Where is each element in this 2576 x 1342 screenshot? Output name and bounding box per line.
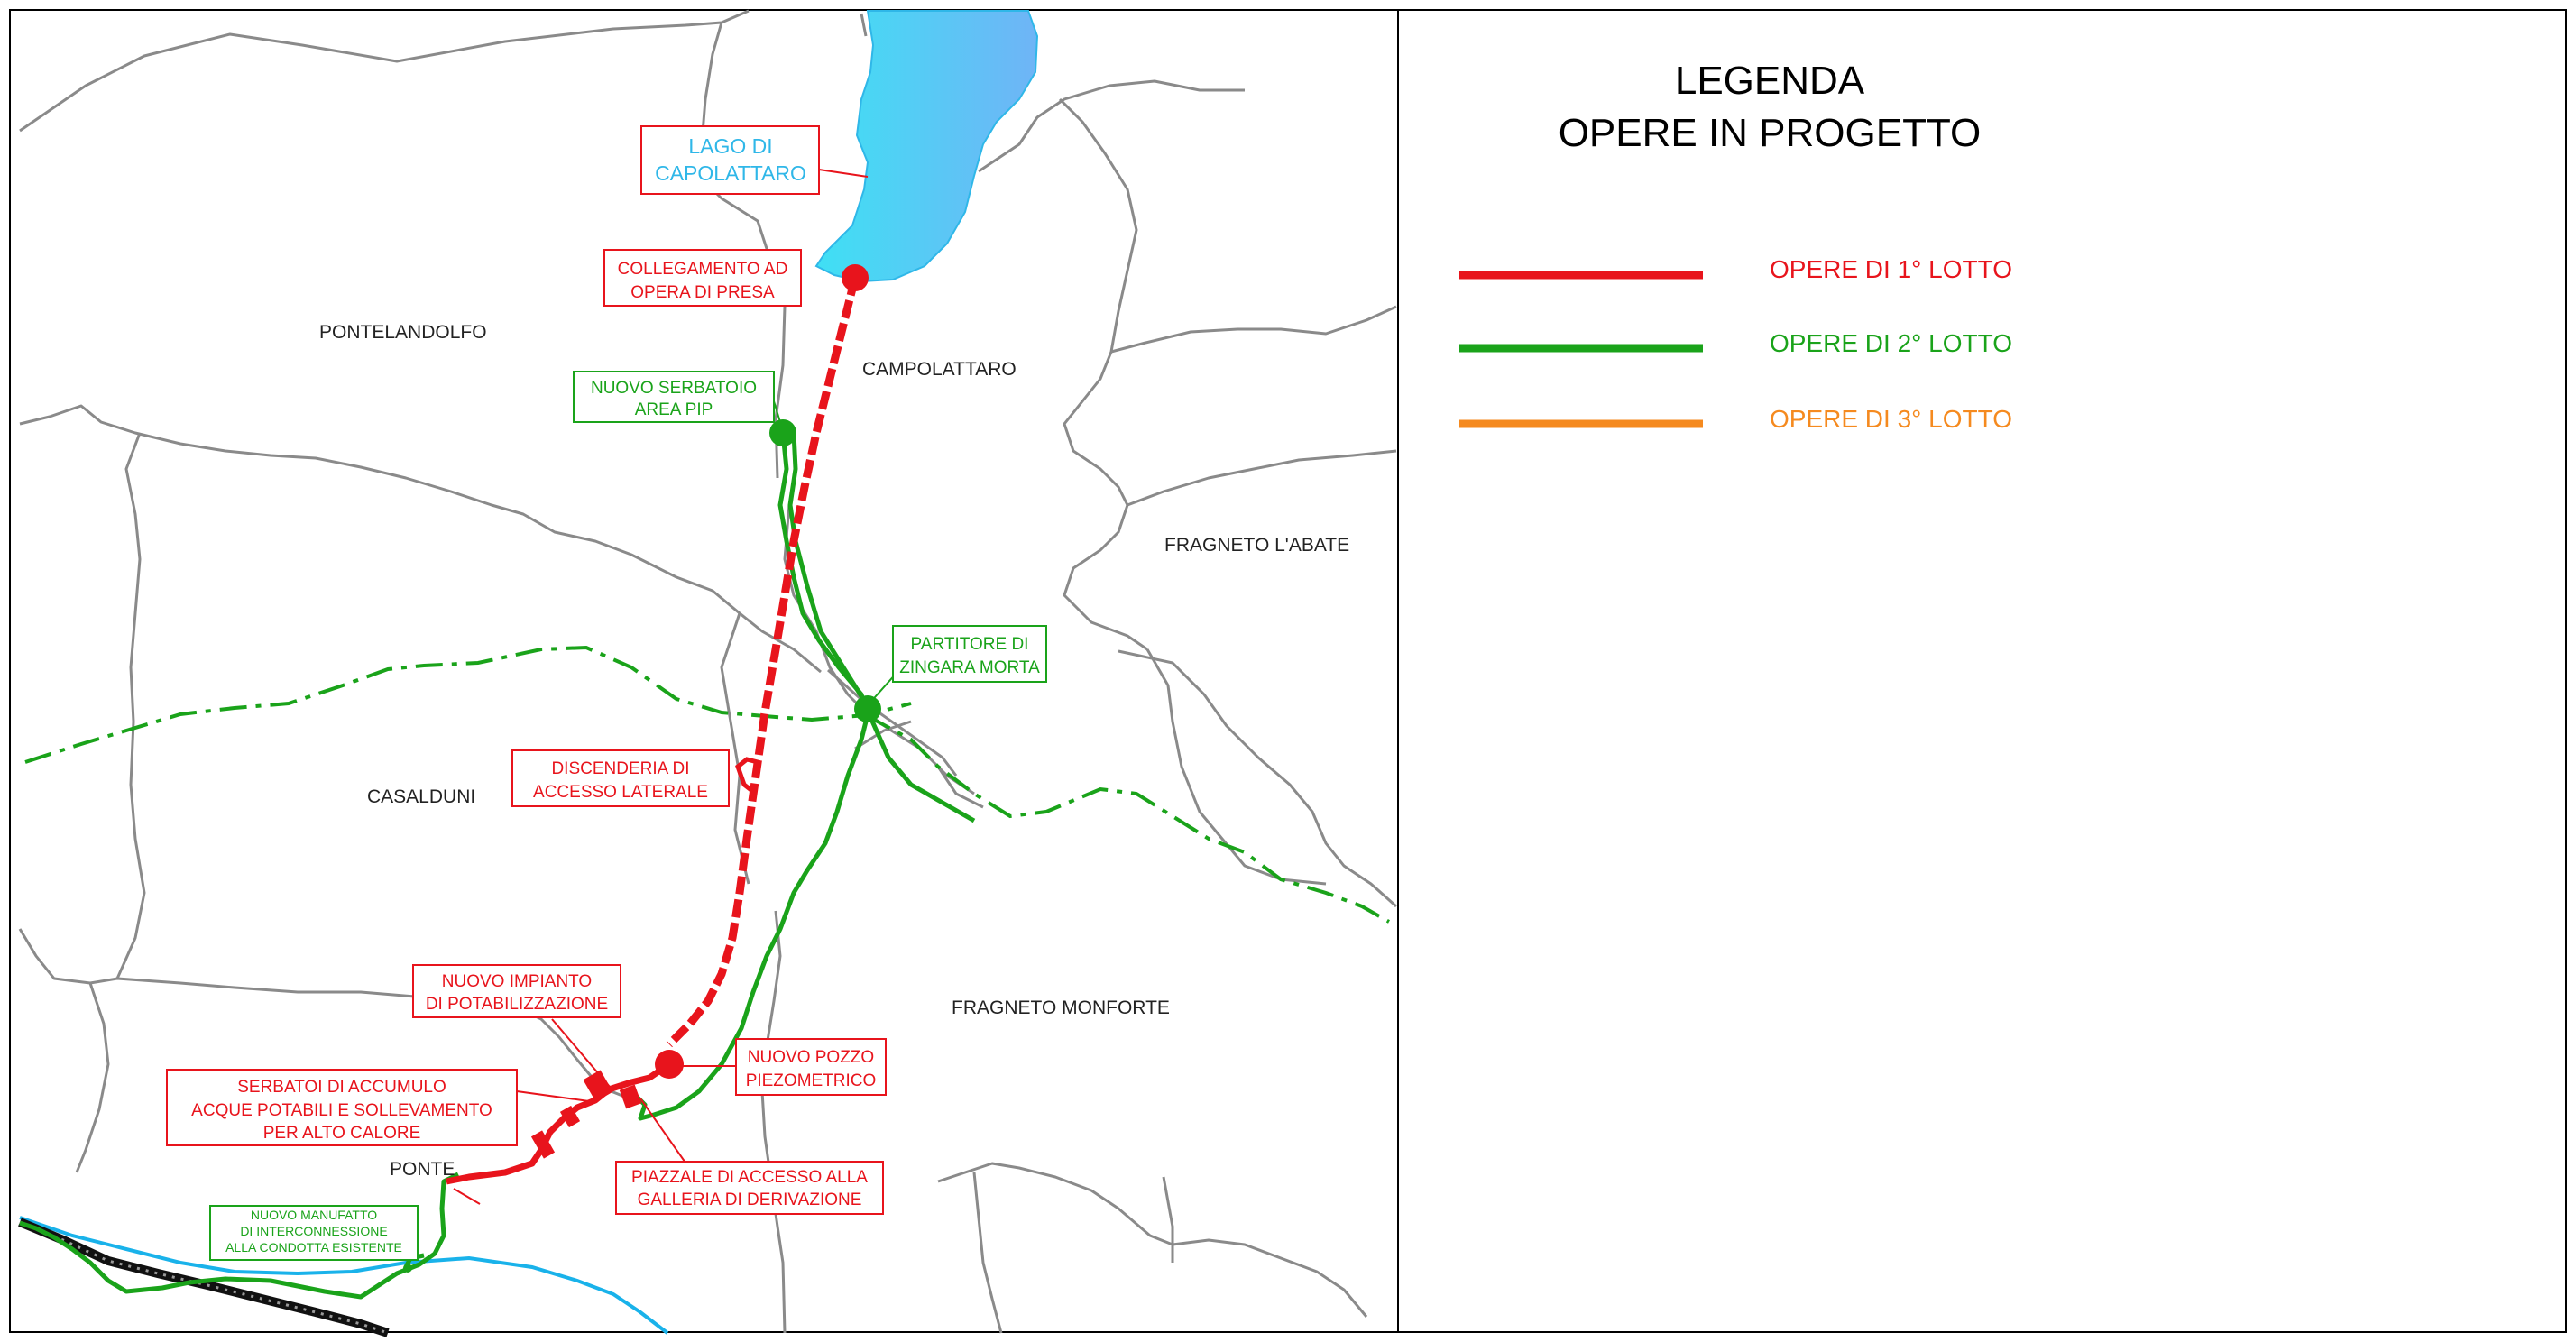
boundary-line [827,668,958,777]
boundary-line [115,432,146,979]
boundary-line [936,766,984,809]
lotto2-lower [19,1172,460,1300]
pozzo-point-marker [655,1050,684,1079]
legend-label-lotto3: OPERE DI 3° LOTTO [1770,405,2012,433]
leader-ponte [453,1188,481,1205]
map-frame [9,9,2567,1333]
boundary-line [978,79,1245,173]
dashdot-segment [865,713,1390,924]
lago-label-box [640,125,820,195]
lotto2-branch [868,715,976,823]
serbatoio-pip-point-marker [769,419,796,446]
lotto2-branch [787,432,869,705]
boundary-line [1145,648,1327,886]
manufatto-label-box [209,1205,419,1261]
boundary-line [860,13,868,37]
collegamento-label-line2: OPERA DI PRESA [630,283,775,302]
lago-label-line1: LAGO DI [688,134,772,158]
lotto1-works [446,276,860,1185]
partitore-label-box [892,625,1047,683]
lotto1-surface-line [446,1062,671,1185]
serbatoi-accumulo-label-box [166,1069,518,1146]
impianto-label-line2: DI POTABILIZZAZIONE [426,995,608,1014]
town-fragneto-monforte: FRAGNETO MONFORTE [952,997,1170,1018]
partitore-point-marker [854,695,881,722]
piazzale-label-line2: GALLERIA DI DERIVAZIONE [638,1190,862,1209]
piazzale-label-line1: PIAZZALE DI ACCESSO ALLA [631,1168,868,1187]
legend-label-lotto1: OPERE DI 1° LOTTO [1770,255,2012,283]
boundary-line [760,910,787,1334]
lotto2-main-line [630,432,870,1121]
boundary-line [19,404,822,674]
lotto1-discenderia-branch [735,757,760,795]
lotto1-tunnel-dashed [666,276,860,1048]
boundary-line [19,9,750,133]
discenderia-label-line1: DISCENDERIA DI [551,759,689,778]
lago-label-line2: CAPOLATTARO [655,161,806,185]
serbatoi-accumulo-block [583,1070,613,1102]
boundary-line [1127,449,1397,507]
impianto-label-box [412,964,621,1018]
impianto-label-line1: NUOVO IMPIANTO [442,972,592,991]
leader-piazzale [639,1098,688,1166]
leader-lago [818,169,869,178]
serbatoio-pip-label-line2: AREA PIP [635,400,713,419]
boundary-line [1118,649,1397,908]
lotto1-segment-block [530,1130,556,1159]
legend: LEGENDA OPERE IN PROGETTO OPERE DI 1° LO… [1459,59,2012,433]
boundary-line [937,1162,1368,1318]
serbatoi-accumulo-label-line3: PER ALTO CALORE [263,1124,421,1143]
collegamento-label-line1: COLLEGAMENTO AD [618,260,788,279]
railway-ties [19,1220,389,1335]
pozzo-label-line2: PIEZOMETRICO [746,1071,877,1090]
leader-impianto [551,1018,611,1088]
boundary-line [972,1172,1003,1334]
boundary-line [75,982,110,1173]
legend-title-line1: LEGENDA [1675,59,1865,103]
manufatto-label-line2: DI INTERCONNESSIONE [240,1224,387,1238]
label-boxes [166,125,1047,1261]
legend-label-lotto2: OPERE DI 2° LOTTO [1770,329,2012,357]
town-ponte: PONTE [390,1159,455,1180]
partitore-label-line2: ZINGARA MORTA [899,658,1040,677]
collegamento-point-marker [842,264,869,291]
lotto1-segment-block [559,1105,581,1128]
legend-title-line2: OPERE IN PROGETTO [1559,111,1982,155]
leader-serbatoi [516,1090,596,1103]
town-fragneto-abate: FRAGNETO L'ABATE [1164,535,1349,556]
serbatoi-accumulo-label-line2: ACQUE POTABILI E SOLLEVAMENTO [191,1101,492,1120]
railway-line [18,1218,390,1337]
discenderia-label-line2: ACCESSO LATERALE [533,783,708,802]
lotto2-conduit [19,432,976,1300]
panel-divider [1397,9,1399,1333]
boundary-line [720,612,750,885]
serbatoio-pip-label-line1: NUOVO SERBATOIO [591,379,757,398]
green-dashdot-route [24,645,1390,924]
town-casalduni: CASALDUNI [367,786,475,807]
boundary-line [700,22,787,479]
collegamento-label-box [603,249,802,307]
manufatto-label-line3: ALLA CONDOTTA ESISTENTE [225,1240,402,1255]
boundary-line [1162,1176,1174,1263]
manufatto-label-line1: NUOVO MANUFATTO [251,1208,377,1222]
serbatoi-accumulo-label-line1: SERBATOI DI ACCUMULO [237,1078,446,1097]
piazzale-label-box [615,1161,884,1215]
discenderia-label-box [511,749,730,807]
boundary-line [1058,97,1148,651]
boundary-line [854,720,912,750]
dashdot-segment [24,645,912,764]
partitore-label-line1: PARTITORE DI [911,635,1029,654]
town-campolattaro: CAMPOLATTARO [862,359,1017,380]
pozzo-label-line1: NUOVO POZZO [748,1048,874,1067]
pozzo-label-box [735,1038,887,1096]
boundary-line [1110,305,1397,354]
lago-di-capolattaro [814,10,1039,283]
serbatoio-pip-label-box [573,371,775,423]
town-pontelandolfo: PONTELANDOLFO [319,322,487,343]
river [19,1216,669,1335]
impianto-potabilizzazione-block [619,1084,642,1109]
manufatto-point-marker [403,1264,412,1273]
